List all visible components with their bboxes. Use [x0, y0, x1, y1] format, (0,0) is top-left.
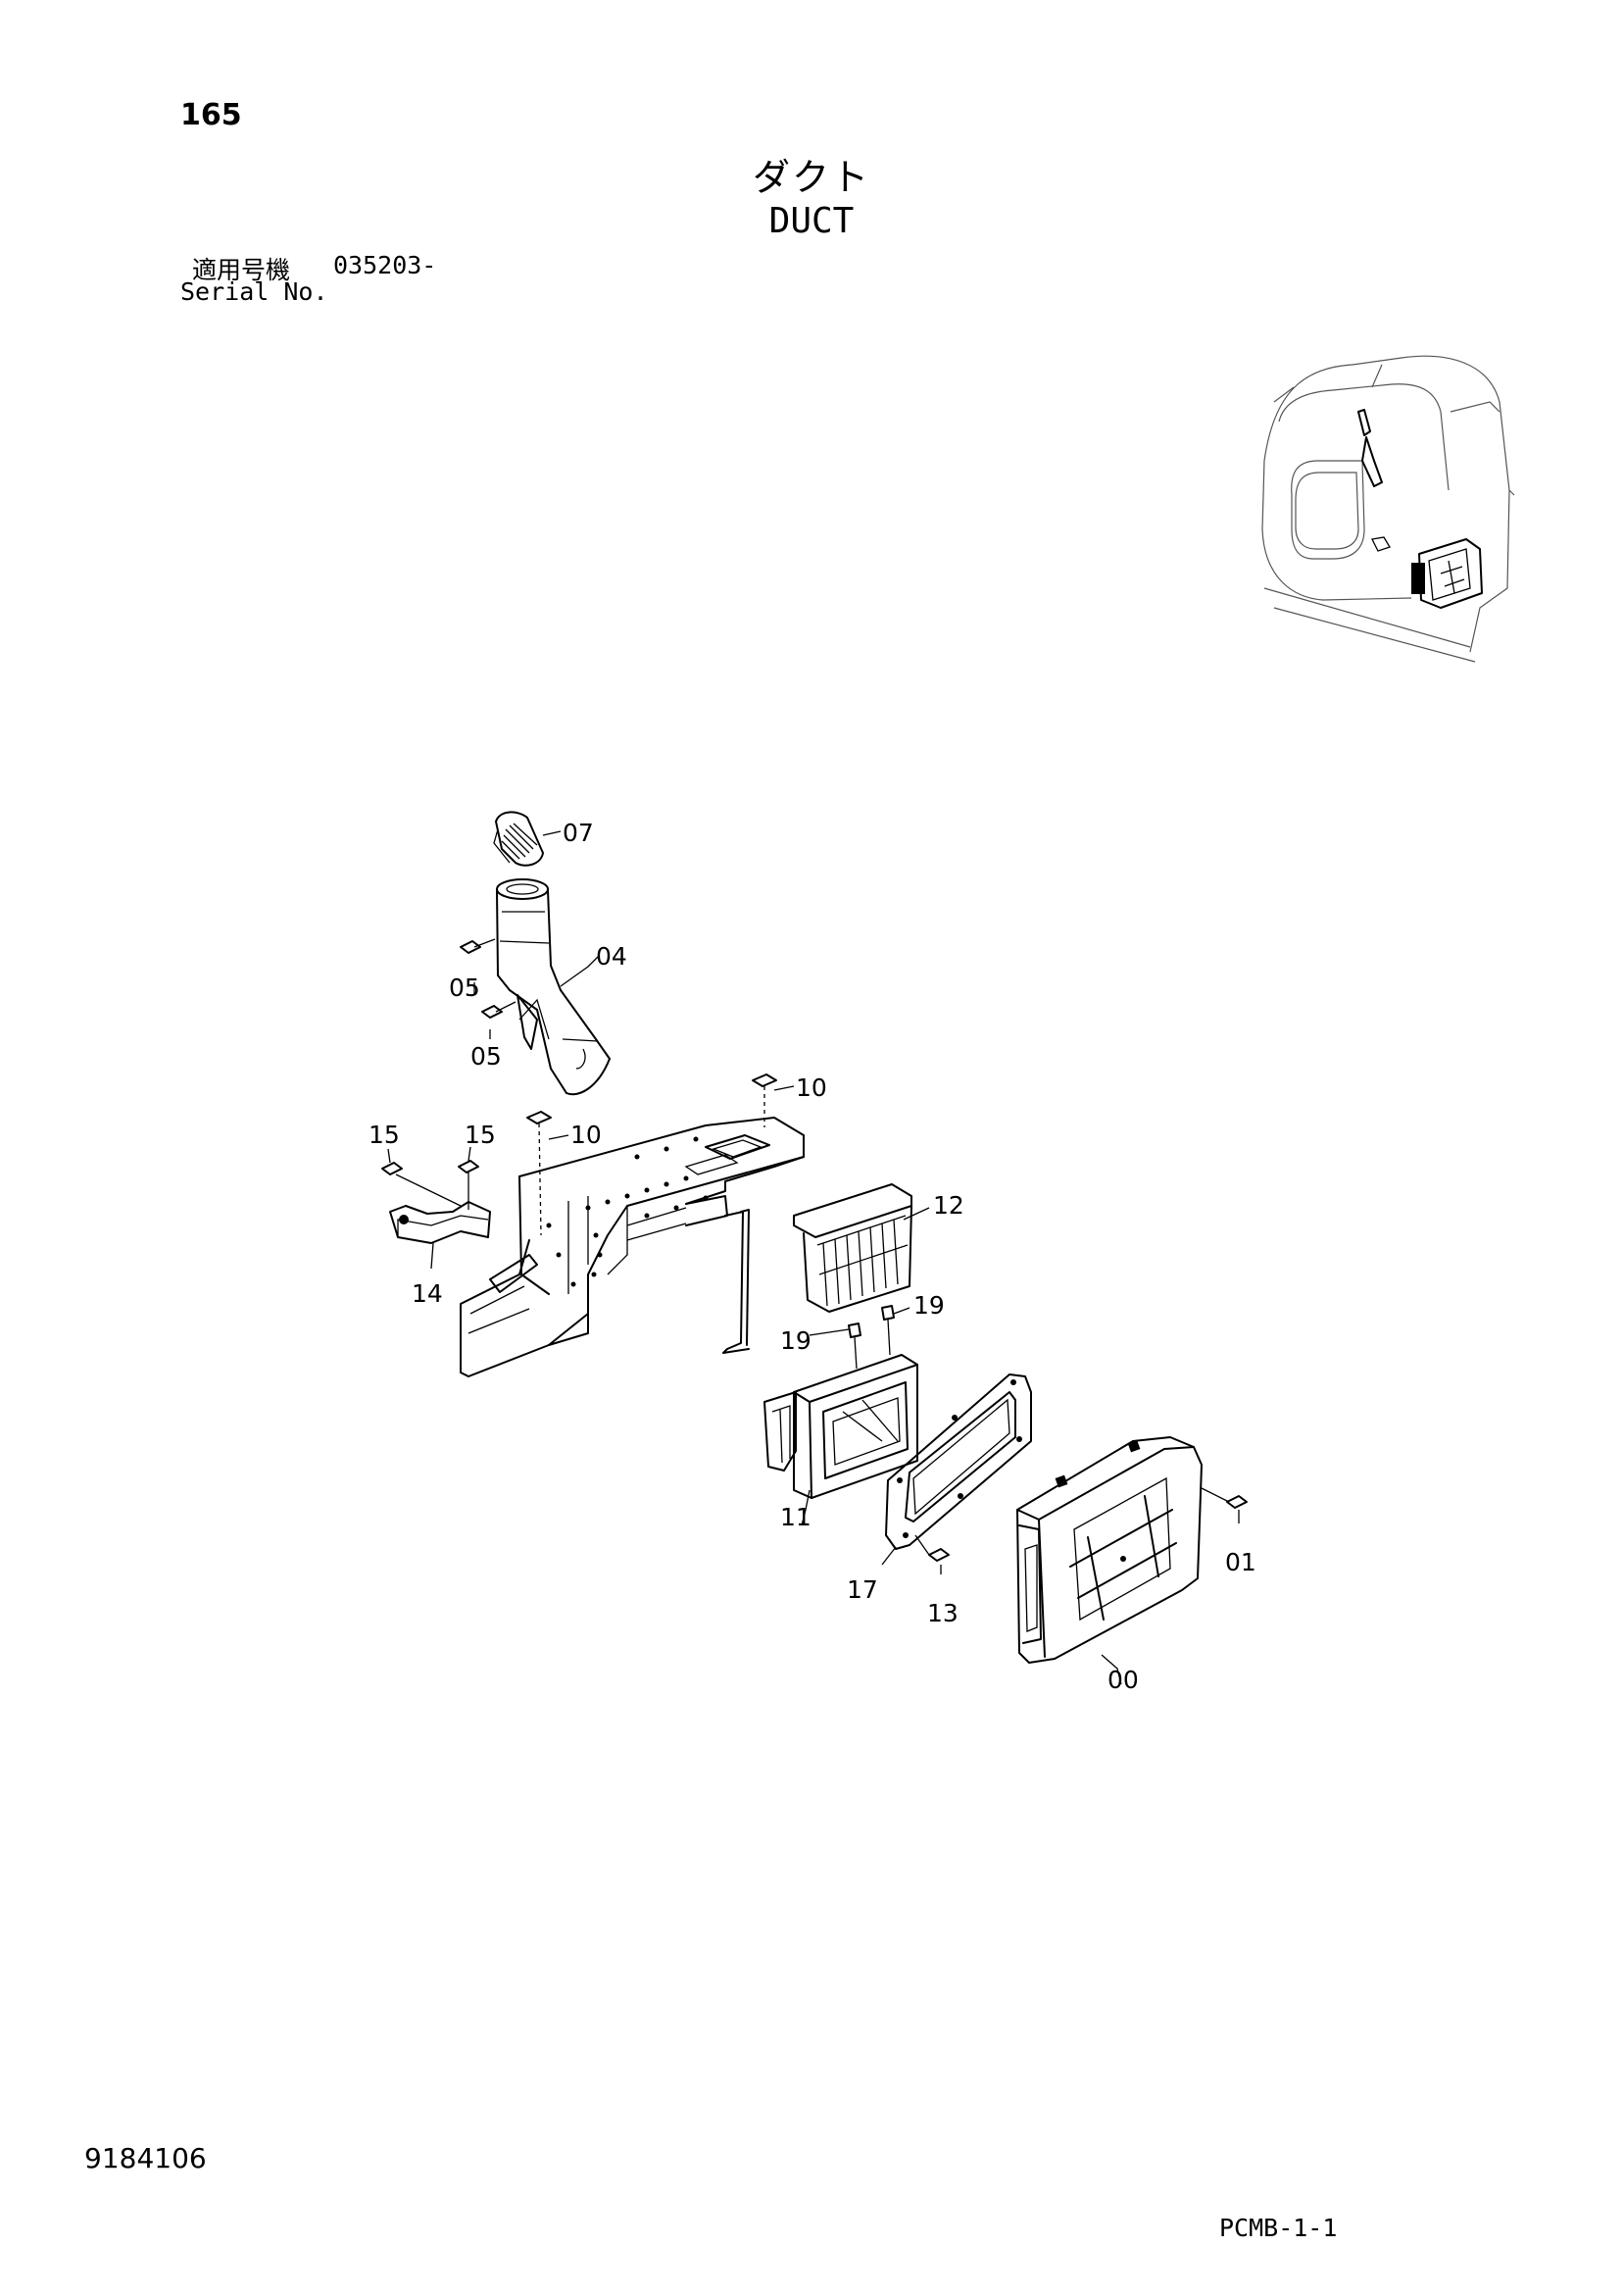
part-main-duct-body: [460, 1117, 805, 1377]
callout-00: 00: [1107, 1666, 1139, 1694]
bolt-10-left: [526, 1111, 552, 1236]
part-00-cover: [1016, 1436, 1203, 1664]
part-11-duct-housing: [763, 1354, 918, 1499]
part-12-filter: [793, 1183, 912, 1313]
callout-05-lower: 05: [470, 1042, 502, 1071]
callout-01: 01: [1225, 1548, 1256, 1576]
serial-label-english: Serial No.: [180, 277, 328, 306]
leader-lines: [387, 830, 1240, 1685]
callout-04: 04: [596, 942, 627, 971]
part-14-bracket: [389, 1201, 491, 1244]
callout-15-right: 15: [465, 1121, 496, 1149]
bolt-05-upper: [460, 938, 496, 954]
callout-05-upper: 05: [449, 973, 480, 1002]
bolt-13: [914, 1534, 950, 1562]
callout-10-right: 10: [796, 1073, 827, 1102]
page-code: PCMB-1-1: [1219, 2214, 1338, 2242]
callout-11: 11: [780, 1503, 812, 1531]
cab-location-thumbnail: [1261, 355, 1515, 663]
callout-15-left: 15: [369, 1121, 400, 1149]
callout-07: 07: [563, 819, 594, 847]
callout-19-left: 19: [780, 1326, 812, 1355]
document-number: 9184106: [84, 2142, 207, 2174]
serial-label-japanese: 適用号機: [192, 256, 291, 284]
serial-number-value: 035203-: [333, 251, 437, 279]
part-17-gasket: [885, 1373, 1032, 1550]
callout-12: 12: [933, 1191, 964, 1220]
part-19-fitting-left: [848, 1323, 861, 1370]
part-19-fitting-right: [881, 1305, 895, 1356]
callout-19-right: 19: [913, 1291, 945, 1320]
callout-17: 17: [847, 1575, 878, 1604]
callout-10-left: 10: [570, 1121, 602, 1149]
bolt-15-left: [381, 1162, 462, 1207]
page-title-japanese: ダクト: [752, 156, 870, 199]
callout-13: 13: [927, 1599, 959, 1627]
bolt-01: [1201, 1487, 1248, 1509]
bolt-15-right: [458, 1160, 479, 1210]
page-number: 165: [180, 98, 242, 132]
callout-14: 14: [412, 1279, 443, 1308]
part-04-upper-duct: [496, 878, 611, 1096]
page-title-english: DUCT: [768, 201, 855, 241]
bolt-10-right: [752, 1073, 777, 1127]
bolt-05-lower: [481, 1001, 516, 1019]
part-07-vent-louver: [493, 811, 544, 867]
